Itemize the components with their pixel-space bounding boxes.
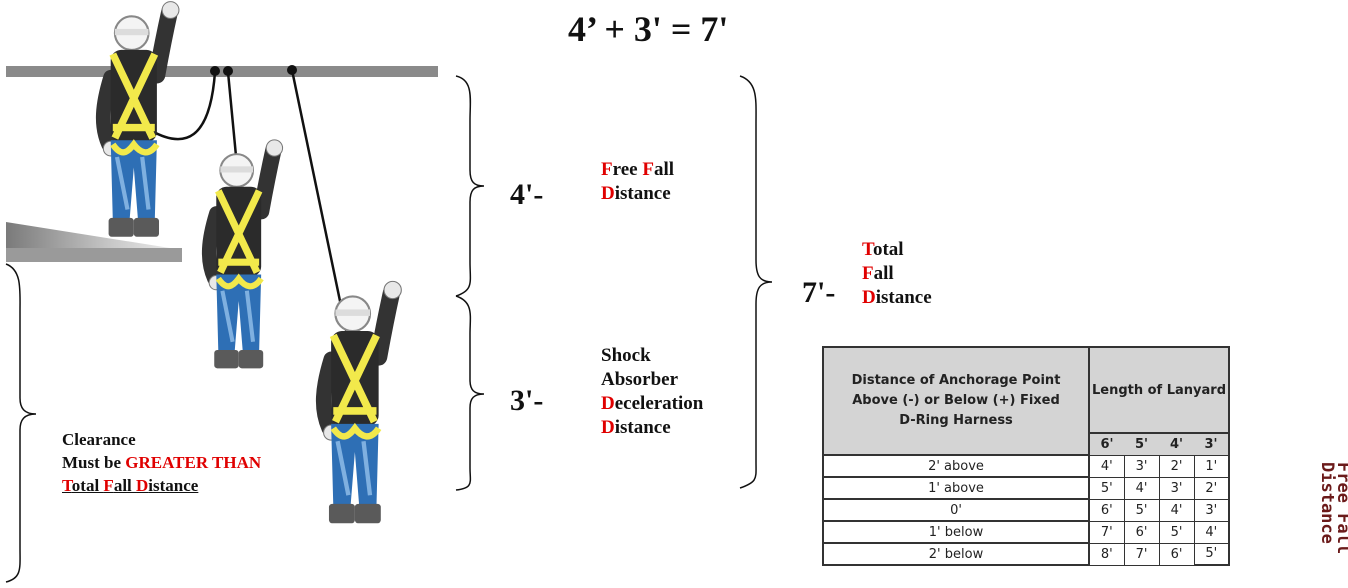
fall-illustration — [6, 0, 438, 588]
free-fall-distance-side-label: Free Fall Distance — [1318, 460, 1348, 584]
brace-total — [739, 75, 773, 489]
total-label: Total Fall Distance — [862, 239, 932, 308]
equation-result: 7' — [700, 9, 729, 49]
table-row: 0' 6' 5' 4' 3' — [822, 498, 1230, 522]
braces-layer — [5, 75, 773, 583]
side-label-free-fall: Free Fall — [1333, 462, 1348, 554]
equation-b: 3' — [633, 9, 662, 49]
table-row: 2' above 4' 3' 2' 1' — [822, 454, 1230, 478]
anchorage-header: Distance of Anchorage Point Above (-) or… — [822, 346, 1090, 456]
free-fall-number: 4'- — [510, 178, 544, 211]
table-row: 1' below 7' 6' 5' 4' — [822, 520, 1230, 544]
table-row: 2' below 8' 7' 6' 5' — [822, 542, 1230, 566]
equation: 4’ + 3' = 7' — [568, 9, 729, 49]
length-col-2: 4' — [1159, 433, 1194, 455]
lanyard-table-container: Distance of Anchorage Point Above (-) or… — [822, 346, 1270, 586]
length-col-0: 6' — [1089, 433, 1124, 456]
lanyard-table: Distance of Anchorage Point Above (-) or… — [822, 346, 1230, 566]
deceleration-label: Shock Absorber Deceleration Distance — [601, 345, 704, 438]
lanyard-1 — [149, 71, 217, 141]
brace-clearance — [5, 263, 37, 583]
brace-free-fall — [455, 75, 485, 297]
length-col-3: 3' — [1194, 433, 1230, 456]
anchor-beam — [6, 66, 438, 77]
equation-a: 4’ — [568, 9, 597, 49]
length-col-1: 5' — [1124, 433, 1159, 455]
total-number: 7'- — [802, 276, 836, 309]
table-row: 1' above 5' 4' 3' 2' — [822, 476, 1230, 500]
deceleration-number: 3'- — [510, 384, 544, 417]
side-label-distance: Distance — [1318, 462, 1337, 544]
free-fall-label: Free Fall Distance — [601, 159, 674, 204]
lanyard-length-header: Length of Lanyard — [1088, 346, 1230, 434]
brace-deceleration — [455, 295, 485, 491]
clearance-label: Clearance Must be GREATER THAN Total Fal… — [62, 430, 262, 495]
